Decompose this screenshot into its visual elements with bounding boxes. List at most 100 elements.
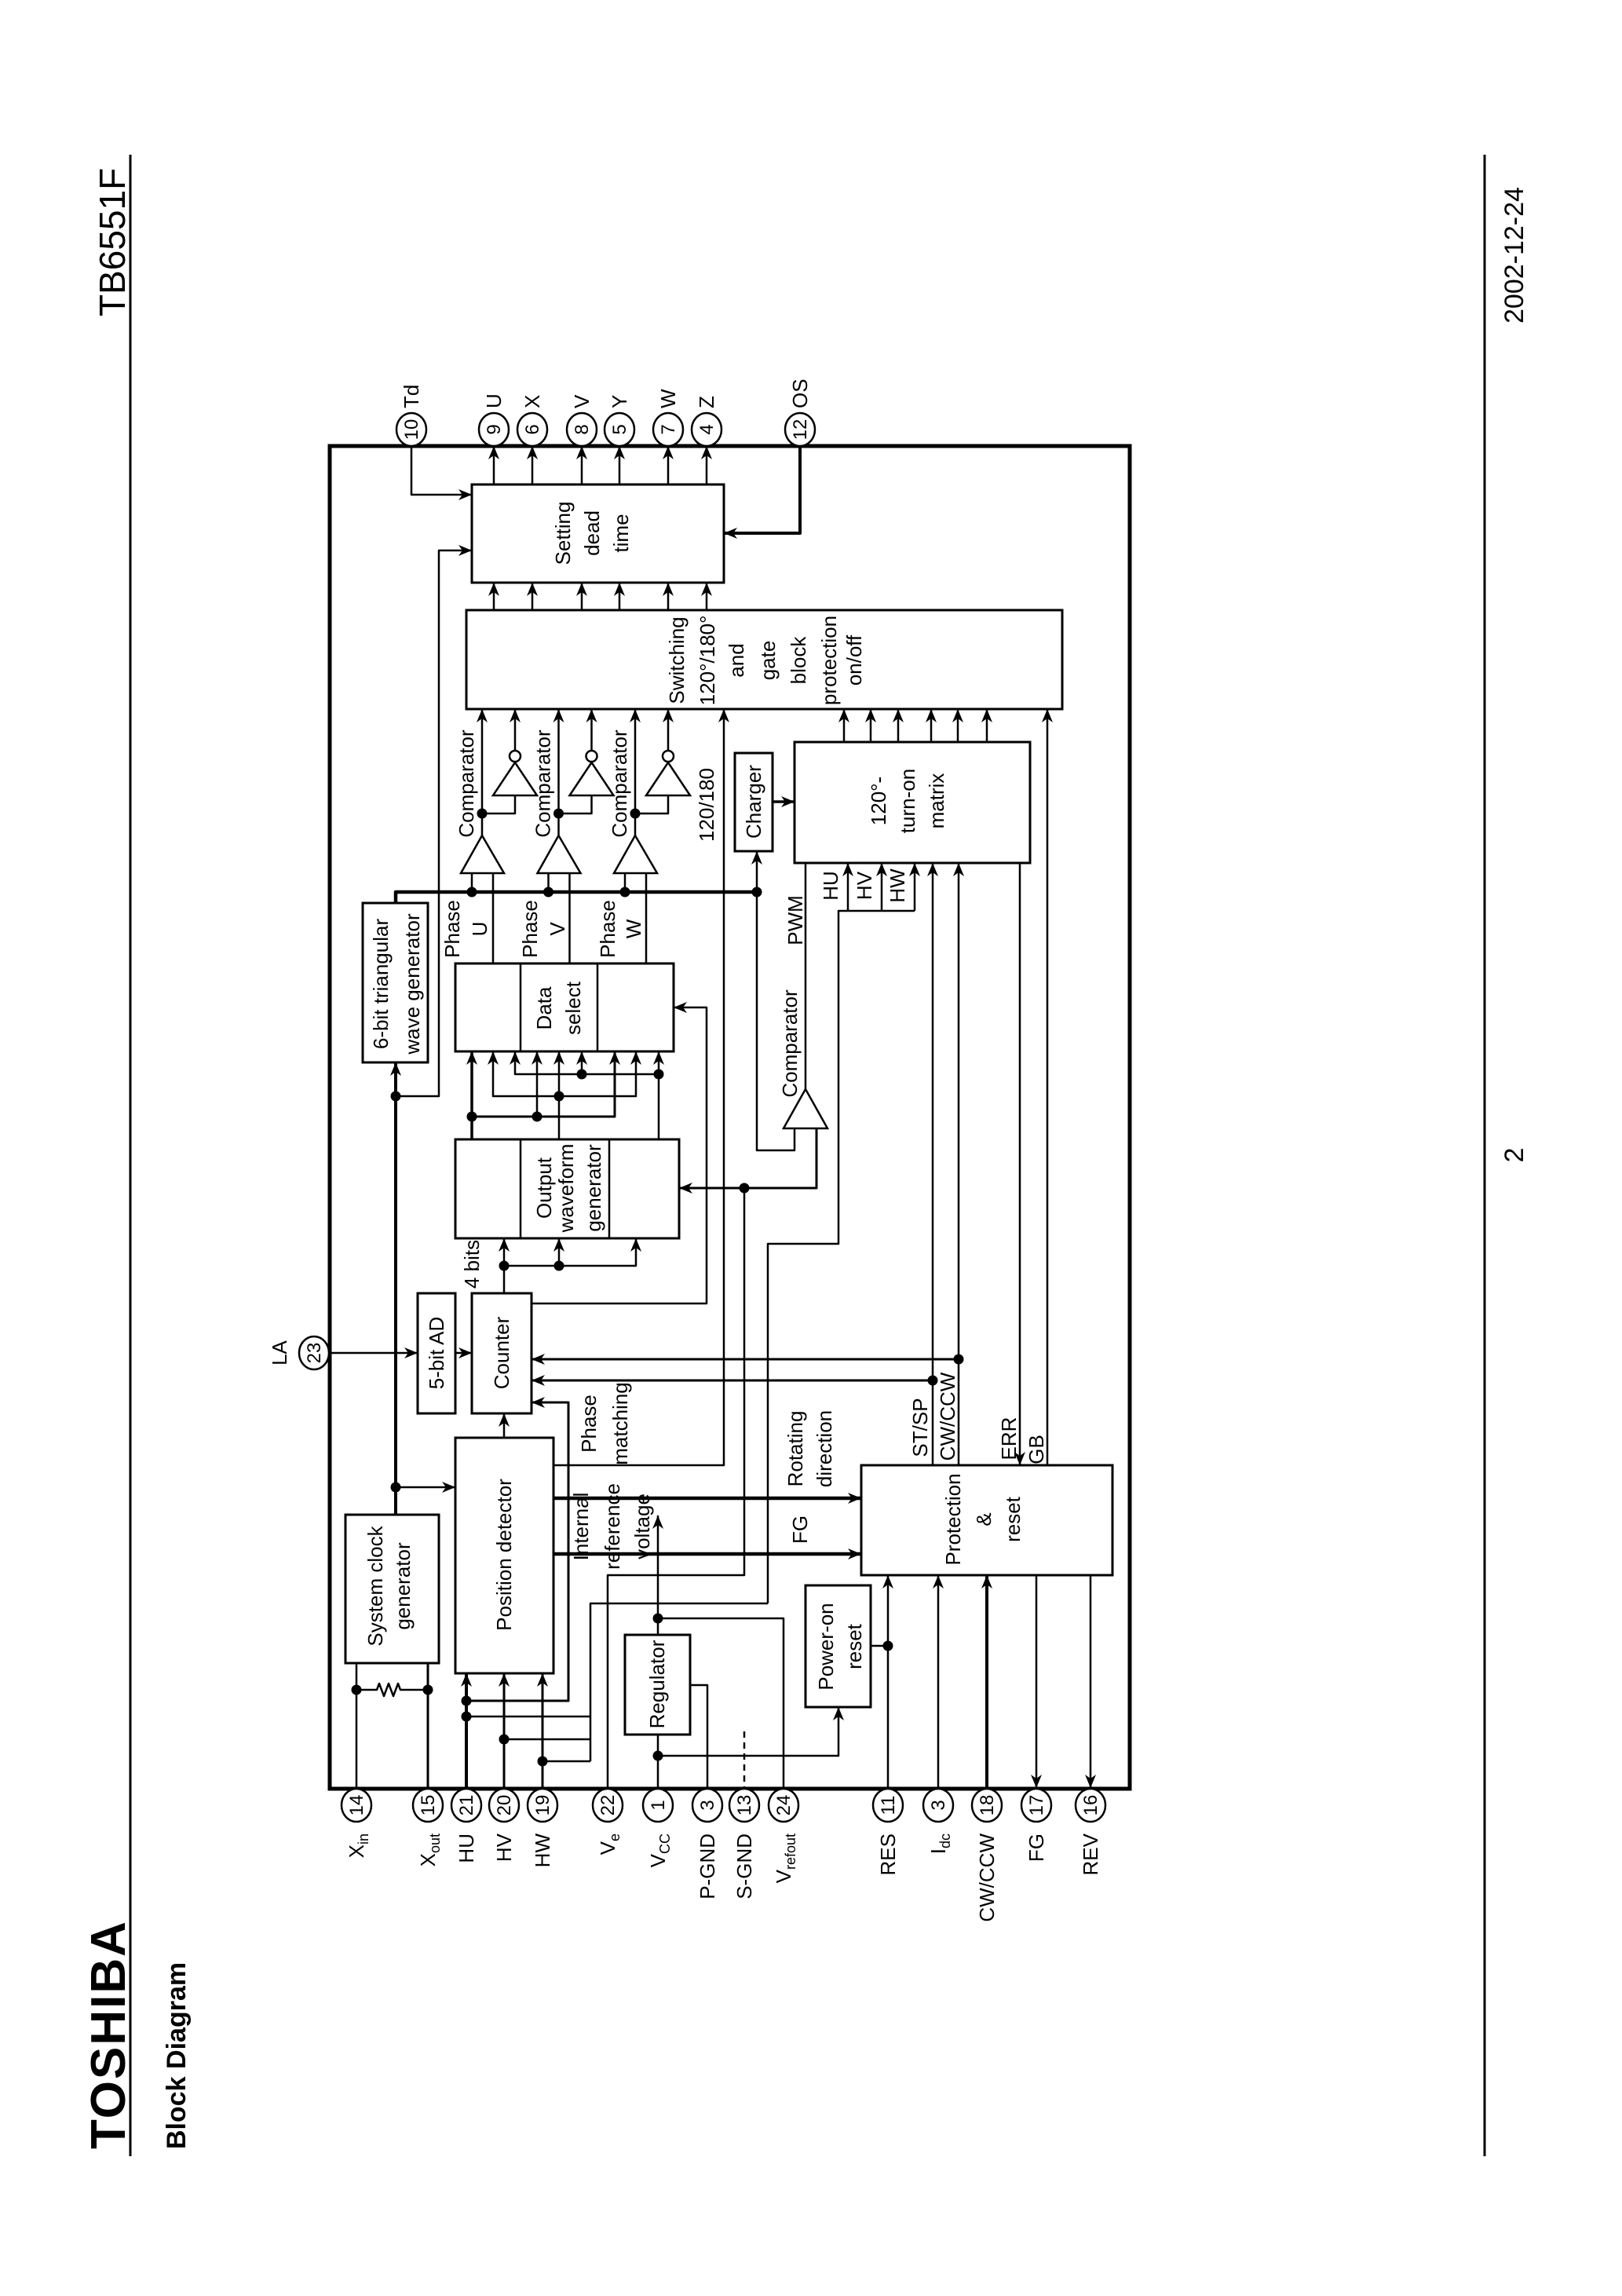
- subscript: out: [427, 1834, 443, 1853]
- internal-reference-label-text: Internal: [569, 1493, 593, 1561]
- dead-time-text: Setting: [551, 502, 575, 565]
- arrowhead-icon: [390, 1062, 401, 1076]
- internal-reference-label-text: reference: [601, 1483, 624, 1570]
- system-clock-text: System clock: [363, 1525, 387, 1646]
- pin-label: CW/CCW: [975, 1834, 999, 1922]
- arrowhead-icon: [876, 863, 887, 876]
- switching-text: and: [725, 643, 748, 677]
- pin-number-text: 13: [734, 1795, 755, 1816]
- resistor-icon: [356, 1682, 428, 1698]
- pin-label: Z: [695, 396, 718, 408]
- protection-text-text: Protection: [941, 1473, 965, 1565]
- pin-label: W: [656, 389, 680, 408]
- inverter-symbol: [491, 760, 539, 797]
- pin-label: Y: [608, 395, 631, 408]
- arrowhead-icon: [663, 583, 674, 596]
- arrowhead-icon: [981, 709, 992, 722]
- rotating-direction-label-text: Rotating: [784, 1411, 807, 1487]
- arrowhead-icon: [527, 446, 538, 459]
- pin-number-text: 6: [522, 424, 543, 434]
- arrowhead-icon: [701, 446, 712, 459]
- pin-label: Xout: [416, 1834, 443, 1866]
- protection-text: &: [972, 1512, 995, 1526]
- pin-label-text: Td: [400, 385, 423, 408]
- signal-line: [396, 549, 472, 1098]
- pin-number: 15: [418, 1795, 439, 1816]
- arrowhead-icon: [1085, 1775, 1096, 1788]
- ad-text: 5-bit AD: [425, 1317, 448, 1390]
- sel-120-180-label-text: 120/180: [695, 768, 718, 842]
- pin-label: X: [521, 395, 544, 408]
- phase-u-label: U: [468, 922, 491, 937]
- arrowhead-icon: [663, 709, 674, 722]
- system-clock-generator-block: [344, 1513, 440, 1665]
- comparator-symbol: [781, 1087, 830, 1130]
- arrowhead-icon: [882, 1575, 893, 1589]
- pin-number: 24: [773, 1795, 795, 1816]
- signal-line: [482, 795, 517, 815]
- pin-number: 16: [1080, 1795, 1101, 1816]
- counter-text-text: Counter: [490, 1316, 513, 1389]
- pin-number-text: 12: [790, 419, 811, 441]
- switching-text-text: gate: [756, 641, 780, 681]
- arrowhead-icon: [838, 709, 849, 722]
- power-on-reset-text: reset: [842, 1623, 866, 1669]
- arrowhead-icon: [751, 851, 762, 865]
- signal-line: [658, 1707, 840, 1757]
- pin-number: 7: [658, 424, 679, 434]
- position-detector-text-text: Position detector: [492, 1479, 516, 1631]
- switching-text: on/off: [842, 634, 866, 686]
- arrowhead-icon: [499, 1238, 510, 1252]
- power-on-reset-text: Power-on: [814, 1603, 838, 1690]
- pin-label-text: W: [656, 389, 680, 408]
- internal-reference-label: reference: [601, 1483, 624, 1570]
- pin-number-text: 18: [977, 1795, 998, 1816]
- signal-line: [466, 1401, 570, 1702]
- power-on-reset-text-text: Power-on: [814, 1603, 838, 1690]
- section-title: Block Diagram: [162, 1962, 192, 2149]
- comparator-label: Comparator: [608, 729, 631, 838]
- triangular-text: wave generator: [400, 913, 424, 1055]
- pin-number: 1: [648, 1800, 669, 1810]
- gb-label: GB: [1025, 1435, 1048, 1464]
- arrowhead-icon: [510, 709, 521, 722]
- part-number: TB6551F: [92, 168, 133, 316]
- pin-label-text: OS: [788, 378, 812, 408]
- fg-signal-label-text: FG: [788, 1515, 812, 1544]
- signal-line: [606, 1188, 746, 1789]
- pin-label: LA: [268, 1340, 291, 1365]
- pin-number-text: 14: [346, 1795, 367, 1816]
- pin-label: FG: [1025, 1834, 1048, 1862]
- pin-label-text: X: [345, 1844, 368, 1858]
- phase-v-label-text: V: [546, 922, 569, 936]
- hu-label-text: HU: [819, 871, 842, 901]
- sel-120-180-label: 120/180: [695, 768, 718, 842]
- pin-number: 17: [1026, 1795, 1047, 1816]
- pin-number-text: 8: [572, 424, 593, 434]
- section-title-text: Block Diagram: [162, 1962, 192, 2149]
- comparator-label: Comparator: [532, 729, 555, 838]
- phase-v-label-text: Phase: [518, 900, 542, 958]
- hw-label: HW: [886, 868, 909, 903]
- pin-number-text: 1: [648, 1800, 669, 1810]
- arrowhead-icon: [499, 1673, 510, 1687]
- toshiba-logo: TOSHIBA: [82, 1920, 136, 2149]
- arrowhead-icon: [477, 709, 488, 722]
- four-bits-label-text: 4 bits: [460, 1240, 484, 1289]
- arrowhead-icon: [532, 1397, 545, 1408]
- output-waveform-generator-block: [454, 1138, 681, 1240]
- signal-line: [553, 709, 725, 1467]
- pin-label: REV: [1079, 1833, 1102, 1875]
- arrowhead-icon: [981, 1575, 992, 1589]
- pin-label-text: Y: [608, 395, 631, 408]
- four-bits-label: 4 bits: [460, 1240, 484, 1289]
- pin-label: Td: [400, 385, 423, 408]
- pwm-label: PWM: [784, 895, 807, 945]
- pin-number-text: 22: [597, 1795, 619, 1816]
- pin-label: P-GND: [696, 1834, 719, 1899]
- rotating-direction-label: direction: [813, 1410, 836, 1487]
- triangular-text-text: 6-bit triangular: [369, 919, 393, 1050]
- switching-text-text: on/off: [842, 634, 866, 686]
- pin-number-text: 3: [697, 1800, 718, 1810]
- arrowhead-icon: [926, 709, 937, 722]
